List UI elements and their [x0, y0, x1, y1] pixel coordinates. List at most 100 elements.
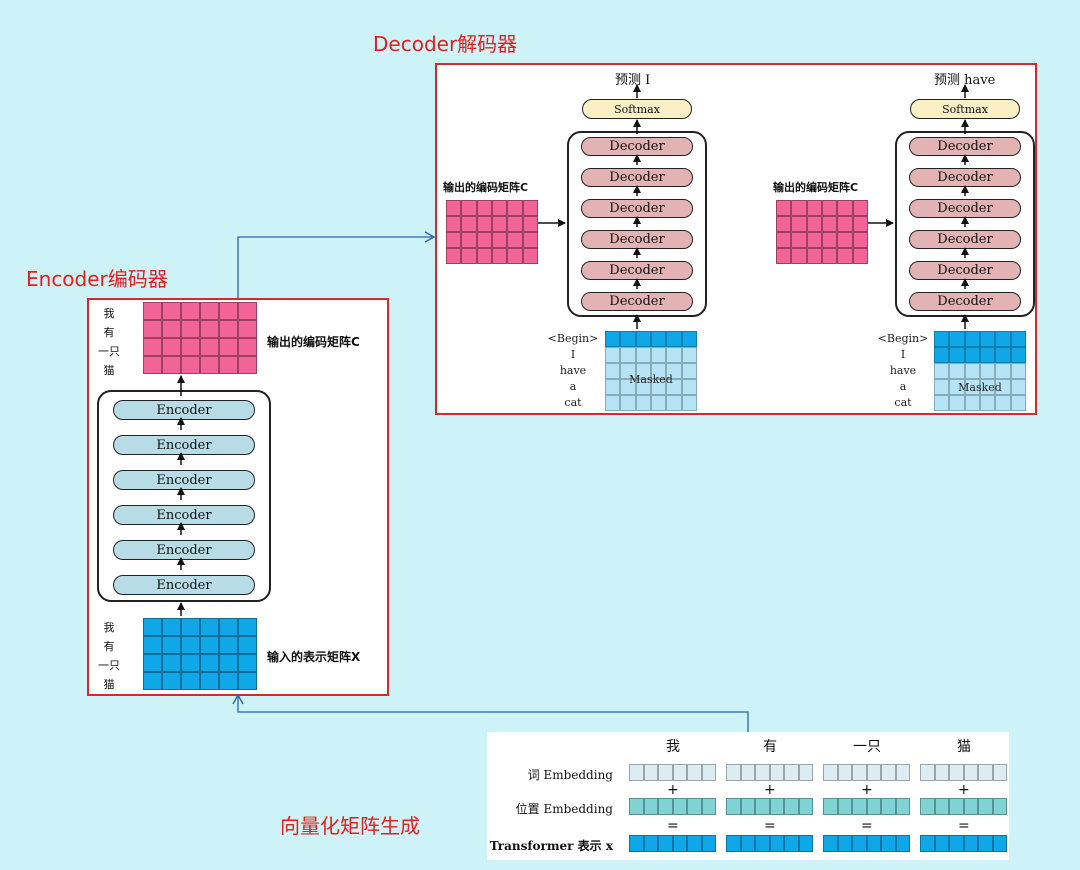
- input-matrix-cell: [238, 618, 257, 636]
- position-embedding-cell: [963, 798, 978, 815]
- encoded-matrix-cell: [806, 216, 822, 232]
- encoder-block: Encoder: [113, 505, 255, 525]
- masked-token-cell: [635, 395, 651, 411]
- masked-label: Masked: [958, 380, 1002, 394]
- masked-token-cell: [980, 363, 996, 379]
- encoded-matrix-cell: [238, 320, 257, 338]
- position-embedding-cell: [769, 798, 784, 815]
- encoded-matrix-cell: [852, 200, 868, 216]
- word-embedding-cell: [726, 764, 741, 781]
- encoded-matrix-cell: [181, 338, 200, 356]
- masked-token-cell: [681, 379, 697, 395]
- visible-token-cell: [934, 347, 950, 363]
- masked-token-cell: [635, 347, 651, 363]
- encoded-matrix-cell: [446, 216, 462, 232]
- visible-token-cell: [995, 331, 1011, 347]
- masked-token-cell: [620, 395, 636, 411]
- decoder-encoded-matrix-2: [776, 200, 868, 264]
- encoded-matrix-cell: [491, 200, 508, 216]
- operator-sign: +: [861, 782, 873, 798]
- encoded-matrix-cell: [446, 200, 462, 216]
- vectorization-panel: 我 有 一只 猫 词 Embedding 位置 Embedding Transf…: [487, 732, 1009, 860]
- word-embedding-cell: [701, 764, 716, 781]
- encoded-matrix-cell: [776, 216, 792, 232]
- word-embedding-cell: [629, 764, 644, 781]
- masked-token-cell: [934, 379, 950, 395]
- encoded-matrix-cell: [446, 248, 462, 264]
- masked-token-cell: [964, 395, 980, 411]
- decoder-block: Decoder: [581, 292, 693, 311]
- transformer-repr-cell: [701, 835, 716, 852]
- encoded-matrix-cell: [162, 320, 181, 338]
- word-embedding-cell: [963, 764, 978, 781]
- position-embedding-cell: [755, 798, 770, 815]
- encoder-output-tokens: 我 有 一只 猫: [98, 307, 120, 377]
- vector-column-2: 有: [763, 739, 777, 755]
- masked-token-cell: [964, 379, 980, 395]
- word-embedding-cell: [769, 764, 784, 781]
- word-embedding-cell: [866, 764, 881, 781]
- masked-token-cell: [651, 379, 667, 395]
- position-embedding-cell: [920, 798, 935, 815]
- masked-token-cell: [605, 379, 621, 395]
- input-matrix-cell: [143, 654, 162, 672]
- encoded-matrix-cell: [821, 200, 838, 216]
- masked-token-cell: [949, 379, 965, 395]
- position-embedding-label: 位置 Embedding: [515, 802, 613, 816]
- position-embedding-cell: [992, 798, 1007, 815]
- transformer-repr-cell: [740, 835, 755, 852]
- encoded-matrix-cell: [219, 302, 238, 320]
- encoded-matrix-cell: [143, 320, 162, 338]
- encoded-matrix-cell: [837, 232, 853, 248]
- encoded-matrix-cell: [852, 232, 868, 248]
- masked-token-cell: [949, 363, 965, 379]
- encoded-matrix-cell: [507, 216, 523, 232]
- word-embedding-cell: [687, 764, 702, 781]
- word-embedding-cell: [895, 764, 910, 781]
- encoded-matrix-cell: [238, 302, 257, 320]
- visible-token-cell: [605, 331, 621, 347]
- encoded-matrix-cell: [143, 302, 162, 320]
- encoded-matrix-cell: [491, 248, 508, 264]
- masked-token-cell: [980, 379, 996, 395]
- encoded-matrix-cell: [143, 338, 162, 356]
- encoded-matrix-cell: [522, 216, 538, 232]
- transformer-repr-cell: [837, 835, 852, 852]
- encoded-matrix-cell: [821, 248, 838, 264]
- masked-token-cell: [949, 395, 965, 411]
- input-matrix-cell: [181, 672, 200, 690]
- input-matrix-cell: [162, 654, 181, 672]
- position-embedding-cell: [629, 798, 644, 815]
- encoded-matrix-cell: [476, 216, 492, 232]
- encoded-matrix-cell: [162, 338, 181, 356]
- softmax-block-1: Softmax: [582, 99, 692, 119]
- operator-sign: +: [667, 782, 679, 798]
- position-embedding-cell: [798, 798, 813, 815]
- masked-token-cell: [620, 379, 636, 395]
- transformer-repr-cell: [978, 835, 993, 852]
- masked-token-cell: [980, 395, 996, 411]
- encoded-matrix-cell: [162, 302, 181, 320]
- encoded-matrix-cell: [791, 232, 807, 248]
- input-matrix-cell: [162, 636, 181, 654]
- encoded-matrix-cell: [806, 248, 822, 264]
- transformer-repr-cell: [866, 835, 881, 852]
- prediction-label-1: 预测 I: [615, 73, 651, 88]
- word-embedding-cell: [740, 764, 755, 781]
- transformer-repr-cell: [920, 835, 935, 852]
- position-embedding-cell: [726, 798, 741, 815]
- input-matrix-cell: [219, 672, 238, 690]
- vector-column-4: 猫: [957, 739, 971, 755]
- position-embedding-cell: [687, 798, 702, 815]
- operator-sign: =: [861, 818, 873, 834]
- visible-token-cell: [964, 331, 980, 347]
- operator-sign: =: [958, 818, 970, 834]
- word-embedding-cell: [658, 764, 673, 781]
- encoded-matrix-cell: [219, 338, 238, 356]
- operator-sign: +: [958, 782, 970, 798]
- encoder-input-label: 输入的表示矩阵X: [267, 650, 361, 664]
- word-embedding-label: 词 Embedding: [527, 768, 613, 782]
- word-embedding-cell: [837, 764, 852, 781]
